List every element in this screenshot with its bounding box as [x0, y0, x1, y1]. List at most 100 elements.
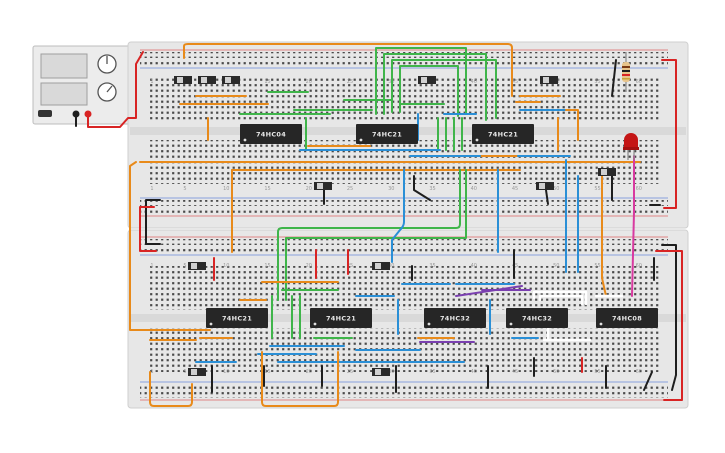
slide-switch: [314, 182, 332, 190]
slide-switch: [540, 76, 558, 84]
slide-switches[interactable]: [174, 76, 616, 376]
wire-black: [611, 59, 617, 97]
column-label: 15: [264, 369, 270, 375]
chip-label: 74HC21: [222, 315, 252, 323]
chip-u4[interactable]: 74HC21: [206, 308, 268, 328]
column-label: 5: [183, 186, 186, 192]
wire-blue: [391, 169, 405, 263]
breadboard-bottom: [127, 229, 689, 409]
wire-orange: [261, 351, 339, 407]
column-label: 60: [636, 263, 642, 269]
wire-green: [383, 53, 487, 121]
wire-black: [643, 371, 653, 391]
column-label: 10: [223, 369, 229, 375]
chip-u5[interactable]: 74HC21: [310, 308, 372, 328]
column-label: 35: [429, 186, 435, 192]
column-label: 10: [223, 263, 229, 269]
column-label: 1: [150, 369, 153, 375]
chip-label: 74HC08: [612, 315, 642, 323]
column-label: 30: [388, 369, 394, 375]
wire-black: [661, 244, 677, 391]
chip-u2[interactable]: 74HC21: [356, 124, 418, 144]
chip-u8[interactable]: 74HC08: [596, 308, 658, 328]
column-label: 20: [306, 186, 312, 192]
wire-black: [545, 189, 549, 205]
column-label: 60: [636, 79, 642, 85]
chip-label: 74HC21: [488, 131, 518, 139]
wire-orange: [129, 161, 211, 331]
column-label: 15: [264, 186, 270, 192]
wire-red: [139, 206, 157, 252]
current-display: [40, 82, 88, 106]
chip-label: 74HC21: [372, 131, 402, 139]
voltage-display: [40, 53, 88, 79]
wire-white: [538, 294, 584, 306]
column-label: 40: [471, 263, 477, 269]
wire-red: [655, 250, 683, 401]
chip-label: 74HC32: [522, 315, 552, 323]
column-label: 1: [150, 79, 153, 85]
resistor[interactable]: [622, 52, 630, 92]
led[interactable]: [623, 133, 639, 160]
column-label: 5: [183, 369, 186, 375]
column-label: 15: [264, 79, 270, 85]
wire-red: [661, 59, 677, 209]
column-label: 40: [471, 79, 477, 85]
column-label: 45: [512, 369, 518, 375]
chip-label: 74HC04: [256, 131, 286, 139]
power-supply[interactable]: [32, 45, 132, 125]
column-label: 55: [594, 79, 600, 85]
wire-green: [391, 59, 497, 119]
chip-u7[interactable]: 74HC32: [506, 308, 568, 328]
chip-u3[interactable]: 74HC21: [472, 124, 534, 144]
column-label: 25: [347, 263, 353, 269]
slide-switch: [418, 76, 436, 84]
wires[interactable]: [75, 43, 683, 407]
column-label: 35: [429, 369, 435, 375]
column-label: 25: [347, 186, 353, 192]
column-label: 25: [347, 79, 353, 85]
wire-orange: [565, 109, 579, 141]
column-label: 5: [183, 263, 186, 269]
wire-orange: [183, 43, 513, 97]
wire-green: [399, 65, 459, 117]
column-label: 50: [553, 263, 559, 269]
wire-green: [375, 47, 467, 115]
wire-pink: [631, 155, 635, 297]
column-label: 35: [429, 263, 435, 269]
chip-u1[interactable]: 74HC04: [240, 124, 302, 144]
slide-switch: [174, 76, 192, 84]
slide-switch: [598, 168, 616, 176]
slide-switch: [372, 262, 390, 270]
slide-switch: [188, 262, 206, 270]
column-label: 20: [306, 79, 312, 85]
wire-green: [285, 169, 467, 301]
wire-white: [532, 290, 588, 306]
column-label: 1: [150, 186, 153, 192]
column-label: 1: [150, 263, 153, 269]
column-label: 10: [223, 186, 229, 192]
chip-label: 74HC21: [326, 315, 356, 323]
column-label: 55: [594, 263, 600, 269]
column-label: 60: [636, 186, 642, 192]
wire-green: [277, 169, 461, 301]
column-label: 50: [553, 186, 559, 192]
slide-switch: [188, 368, 206, 376]
column-label: 40: [471, 369, 477, 375]
column-label: 60: [636, 369, 642, 375]
column-label: 30: [388, 263, 394, 269]
column-label: 30: [388, 186, 394, 192]
column-label: 20: [306, 369, 312, 375]
column-label: 55: [594, 369, 600, 375]
column-label: 20: [306, 263, 312, 269]
power-switch[interactable]: [38, 110, 52, 117]
slide-switch: [372, 368, 390, 376]
column-label: 25: [347, 369, 353, 375]
slide-switch: [198, 76, 216, 84]
column-label: 40: [471, 186, 477, 192]
chip-u6[interactable]: 74HC32: [424, 308, 486, 328]
column-label: 50: [553, 369, 559, 375]
column-label: 55: [594, 186, 600, 192]
wire-orange: [601, 175, 607, 297]
